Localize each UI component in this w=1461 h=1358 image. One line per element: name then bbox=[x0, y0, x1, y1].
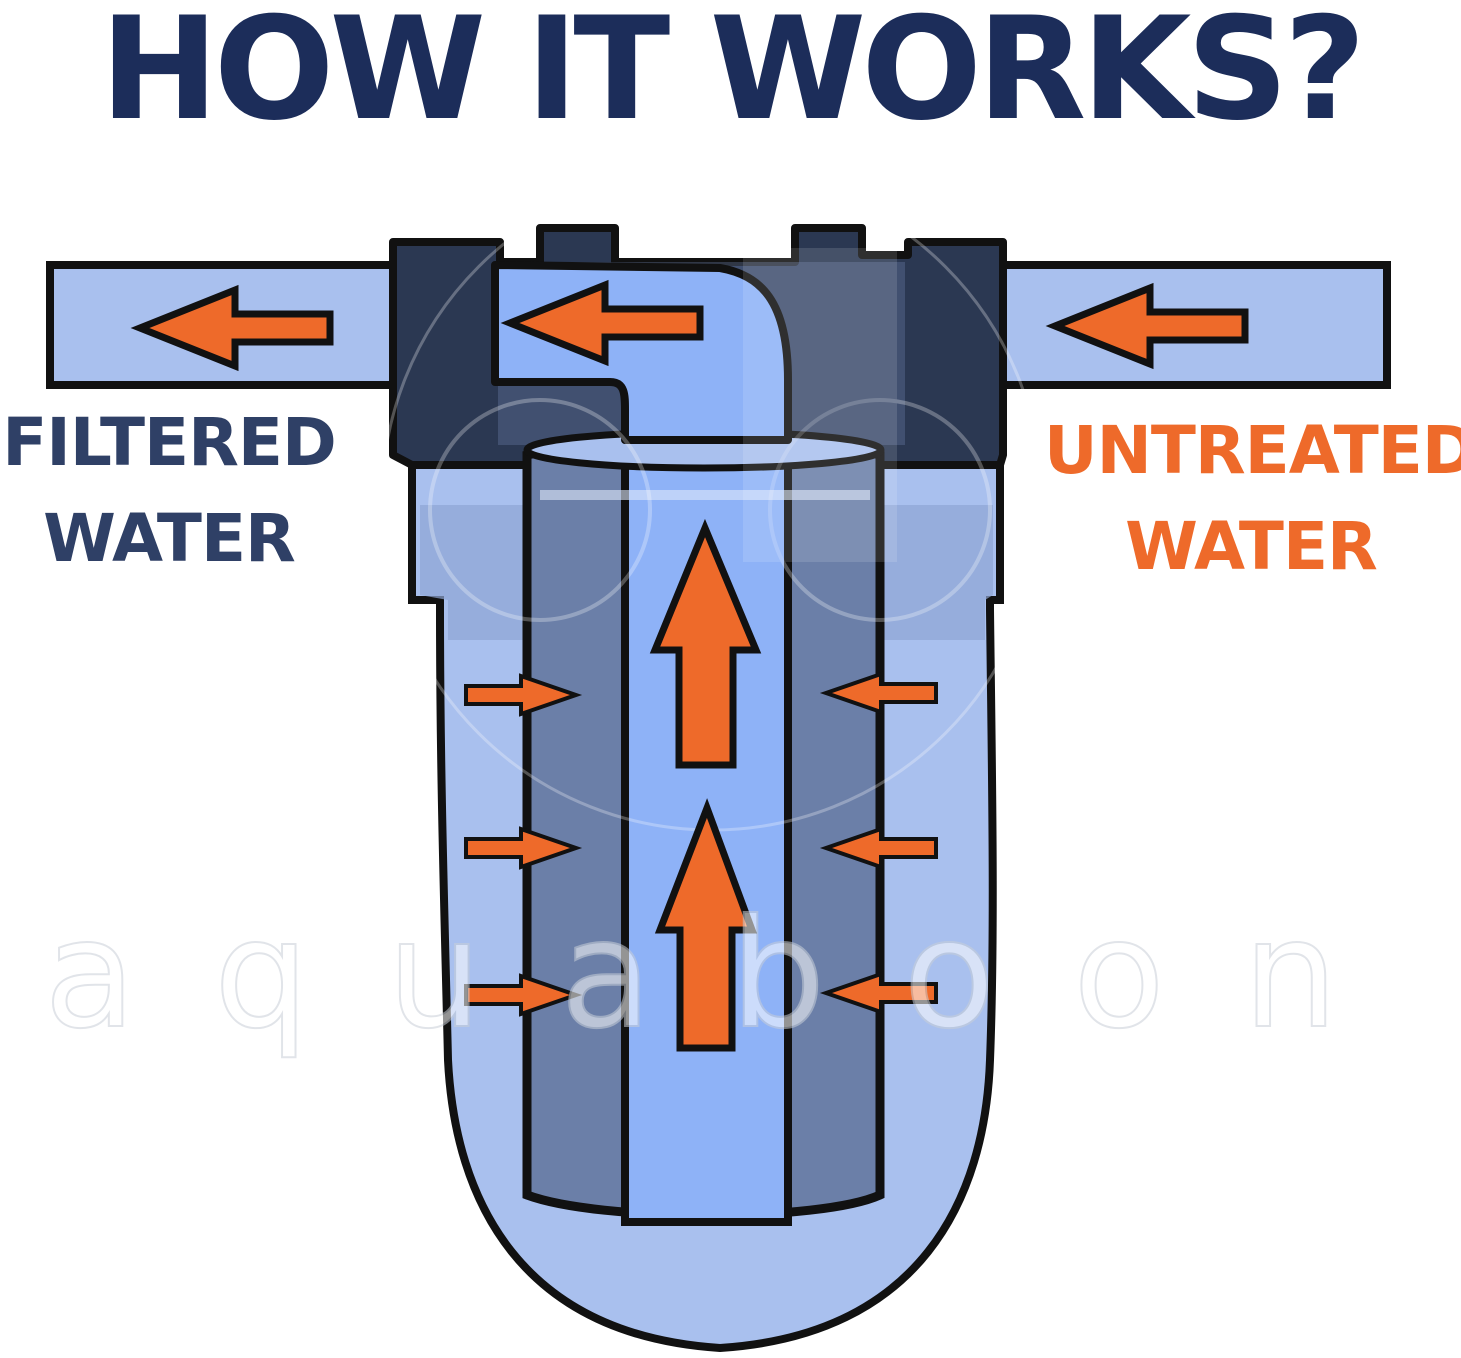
untreated-water-line-1: UNTREATED bbox=[1044, 412, 1461, 489]
brand-watermark: aquaboon bbox=[43, 887, 1416, 1063]
untreated-water-label: UNTREATED WATER bbox=[1044, 403, 1461, 595]
page-title: HOW IT WORKS? bbox=[99, 0, 1366, 152]
filtered-water-line-1: FILTERED bbox=[2, 404, 337, 481]
filtered-water-label: FILTERED WATER bbox=[0, 395, 338, 587]
filtered-water-line-2: WATER bbox=[43, 500, 296, 577]
untreated-water-line-2: WATER bbox=[1125, 508, 1378, 585]
up-arrow-icon bbox=[649, 518, 762, 1052]
